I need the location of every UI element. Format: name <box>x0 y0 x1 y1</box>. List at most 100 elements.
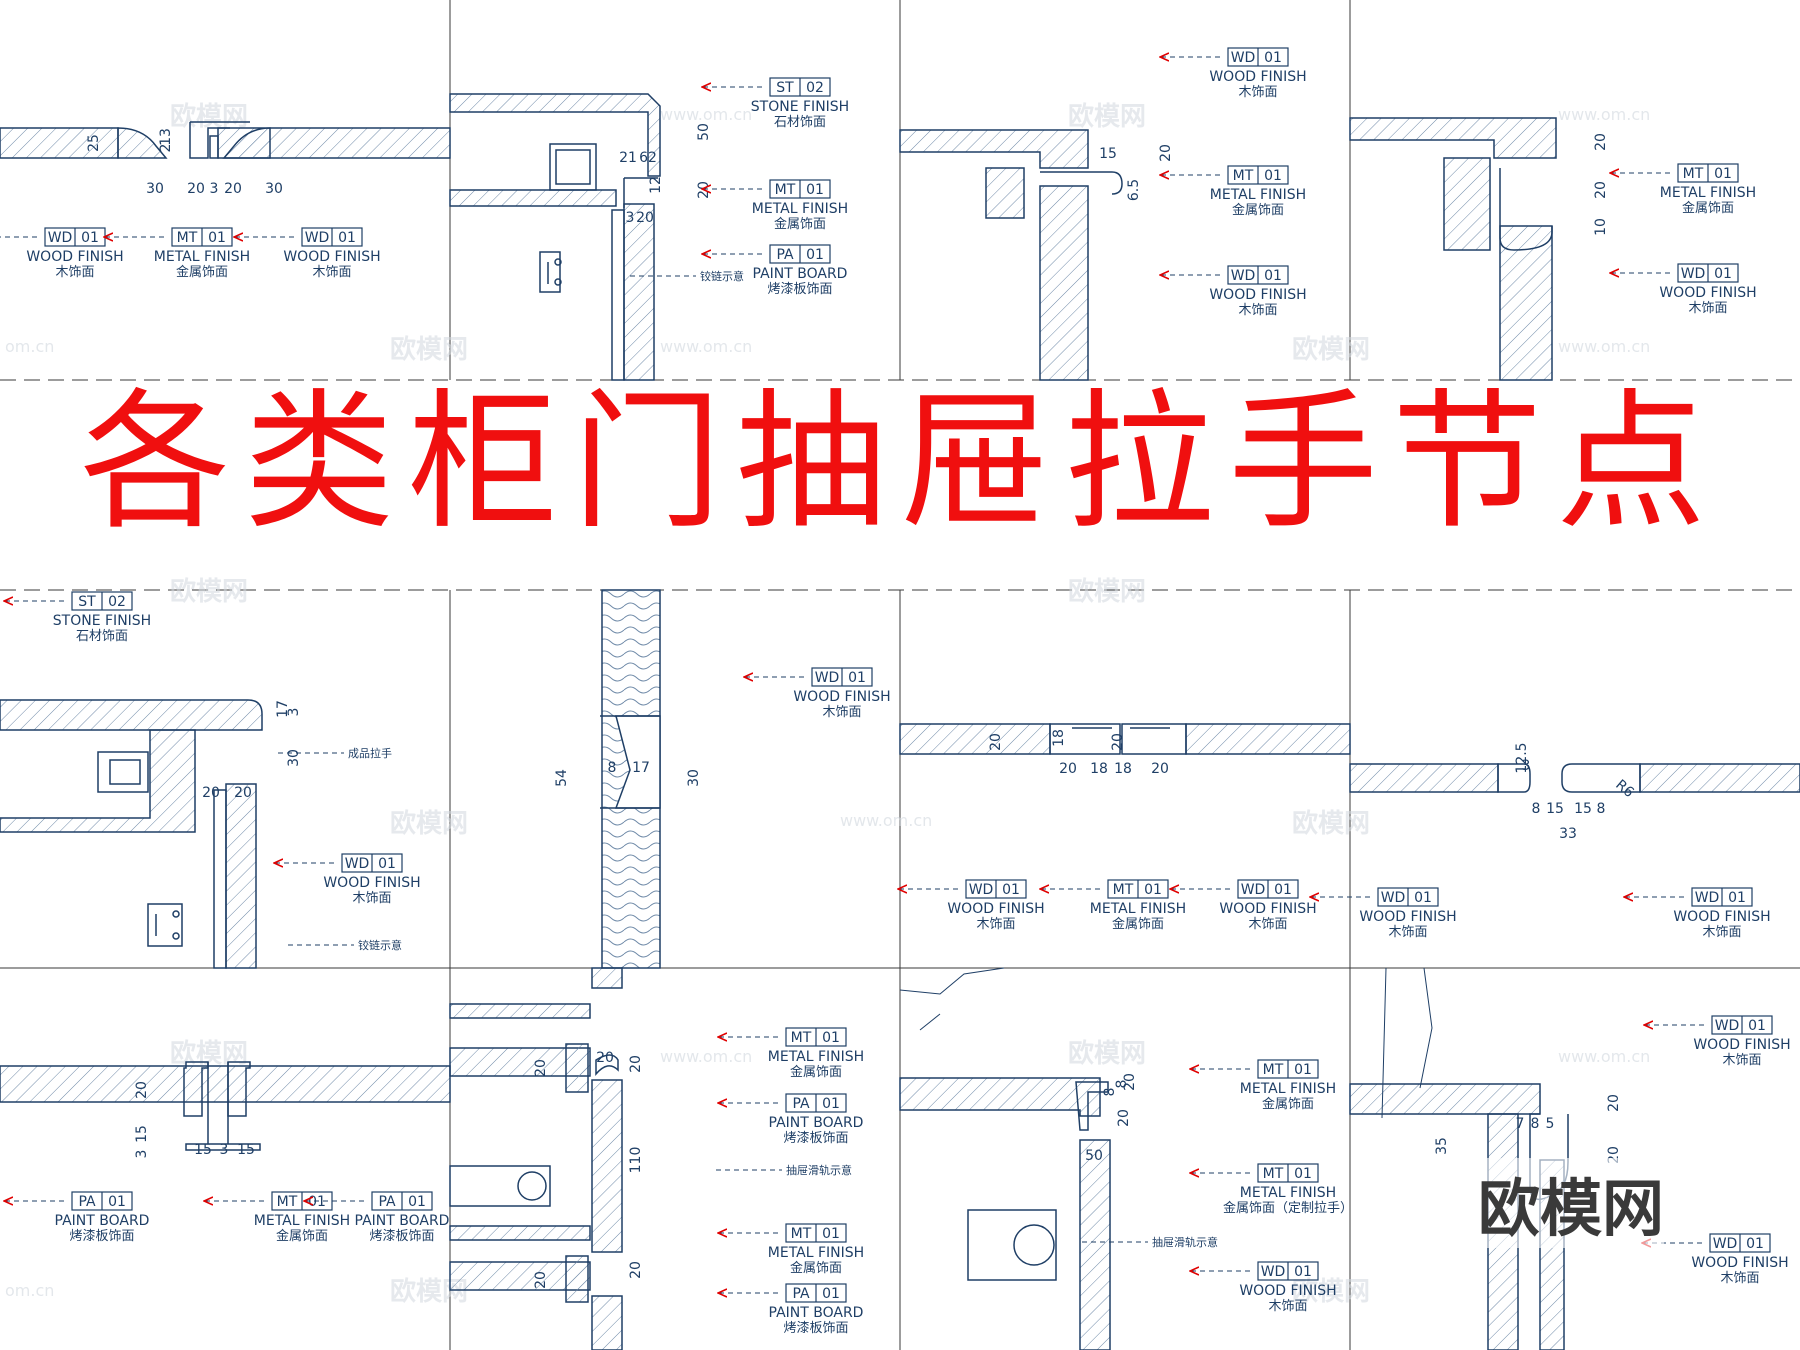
tag-code: MT <box>1263 1062 1284 1078</box>
tag-english: WOOD FINISH <box>793 689 890 705</box>
svg-text:www.om.cn: www.om.cn <box>840 811 932 830</box>
tag-chinese: 石材饰面 <box>774 115 826 130</box>
tag-chinese: 木饰面 <box>352 891 391 906</box>
detail-2-stone-top <box>449 93 661 381</box>
svg-text:欧模网: 欧模网 <box>1292 1276 1370 1307</box>
annotation-note: 铰链示意 <box>630 269 744 283</box>
dimension-value: 21 <box>619 150 637 166</box>
dimension-value: 3 <box>220 1142 229 1158</box>
dimension-value: 13 <box>158 128 174 146</box>
dimension-value: 20 <box>224 181 242 197</box>
tag-english: WOOD FINISH <box>1239 1283 1336 1299</box>
tag-code: WD <box>1241 882 1266 898</box>
dimension-value: 15 <box>1099 146 1117 162</box>
dimension-value: 3 <box>1522 758 1531 774</box>
dimension-value: 20 <box>1593 181 1609 199</box>
tag-english: STONE FINISH <box>53 613 151 629</box>
tag-number: 01 <box>1002 882 1020 898</box>
detail-5-stone-pull <box>0 699 263 969</box>
tag-number: 01 <box>806 182 824 198</box>
dimension-value: 20 <box>1606 1094 1622 1112</box>
tag-english: METAL FINISH <box>768 1245 864 1261</box>
dimension-value: 33 <box>1559 826 1577 842</box>
annotation-note: 铰链示意 <box>288 938 402 952</box>
tag-code: WD <box>1681 266 1706 282</box>
tag-chinese: 木饰面 <box>1238 85 1277 100</box>
tag-english: WOOD FINISH <box>947 901 1044 917</box>
tag-chinese: 烤漆板饰面 <box>69 1228 134 1244</box>
tag-chinese: 金属饰面 <box>1232 202 1284 218</box>
svg-text:欧模网: 欧模网 <box>390 334 468 365</box>
tag-number: 01 <box>822 1226 840 1242</box>
detail-10-drawers <box>449 967 623 1350</box>
tag-code: MT <box>1263 1166 1284 1182</box>
tag-number: 01 <box>1748 1018 1766 1034</box>
tag-code: ST <box>78 594 96 610</box>
tag-code: WD <box>1715 1018 1740 1034</box>
tag-english: METAL FINISH <box>1090 901 1186 917</box>
tag-chinese: 石材饰面 <box>76 629 128 644</box>
dimension-value: 20 <box>202 785 220 801</box>
tag-chinese: 金属饰面 <box>1112 916 1164 932</box>
dimension-value: 20 <box>1122 1073 1138 1091</box>
tag-number: 01 <box>378 856 396 872</box>
dimension-value: 20 <box>628 1261 644 1279</box>
tag-code: WD <box>815 670 840 686</box>
tag-code: WD <box>305 230 330 246</box>
dimension-value: 18 <box>1114 761 1132 777</box>
dimension-value: 20 <box>234 785 252 801</box>
tag-code: MT <box>1683 166 1704 182</box>
svg-text:www.om.cn: www.om.cn <box>660 105 752 124</box>
dimension-value: 54 <box>554 769 570 787</box>
tag-english: METAL FINISH <box>768 1049 864 1065</box>
note-text: 抽屉滑轨示意 <box>1152 1235 1218 1249</box>
tag-english: METAL FINISH <box>1660 185 1756 201</box>
svg-text:www.om.cn: www.om.cn <box>1558 105 1650 124</box>
tag-chinese: 烤漆板饰面 <box>783 1320 848 1336</box>
tag-chinese: 金属饰面 <box>1682 200 1734 216</box>
tag-english: PAINT BOARD <box>753 266 848 282</box>
tag-chinese: 木饰面 <box>55 265 94 280</box>
dimension-value: 20 <box>596 1050 614 1066</box>
tag-chinese: 木饰面 <box>1702 925 1741 940</box>
dimension-value: 30 <box>686 769 702 787</box>
tag-chinese: 金属饰面 <box>774 216 826 232</box>
tag-chinese: 木饰面 <box>1688 301 1727 316</box>
tag-english: PAINT BOARD <box>769 1115 864 1131</box>
tag-chinese: 金属饰面（定制拉手） <box>1223 1200 1353 1216</box>
tag-chinese: 金属饰面 <box>1262 1096 1314 1112</box>
tag-number: 01 <box>1144 882 1162 898</box>
detail-1-recessed-pull <box>0 121 451 159</box>
tag-chinese: 金属饰面 <box>790 1064 842 1080</box>
svg-text:www.om.cn: www.om.cn <box>1558 337 1650 356</box>
dimension-value: 20 <box>1059 761 1077 777</box>
tag-number: 01 <box>1728 890 1746 906</box>
dimension-value: 20 <box>628 1055 644 1073</box>
svg-text:欧模网: 欧模网 <box>170 576 248 607</box>
dimension-value: 20 <box>636 210 654 226</box>
svg-text:www.om.cn: www.om.cn <box>1558 1047 1650 1066</box>
tag-number: 01 <box>308 1194 326 1210</box>
tag-english: STONE FINISH <box>751 99 849 115</box>
tag-code: WD <box>1713 1236 1738 1252</box>
annotation-note: 抽屉滑轨示意 <box>716 1163 852 1177</box>
dimension-value: 30 <box>286 749 302 767</box>
svg-text:om.cn: om.cn <box>5 1281 54 1300</box>
tag-english: WOOD FINISH <box>1359 909 1456 925</box>
tag-english: WOOD FINISH <box>323 875 420 891</box>
tag-english: PAINT BOARD <box>355 1213 450 1229</box>
dimension-value: 18 <box>1090 761 1108 777</box>
dimension-value: 17 <box>275 700 291 718</box>
tag-number: 01 <box>208 230 226 246</box>
dimension-value: 62 <box>639 150 657 166</box>
note-text: 成品拉手 <box>348 746 392 760</box>
